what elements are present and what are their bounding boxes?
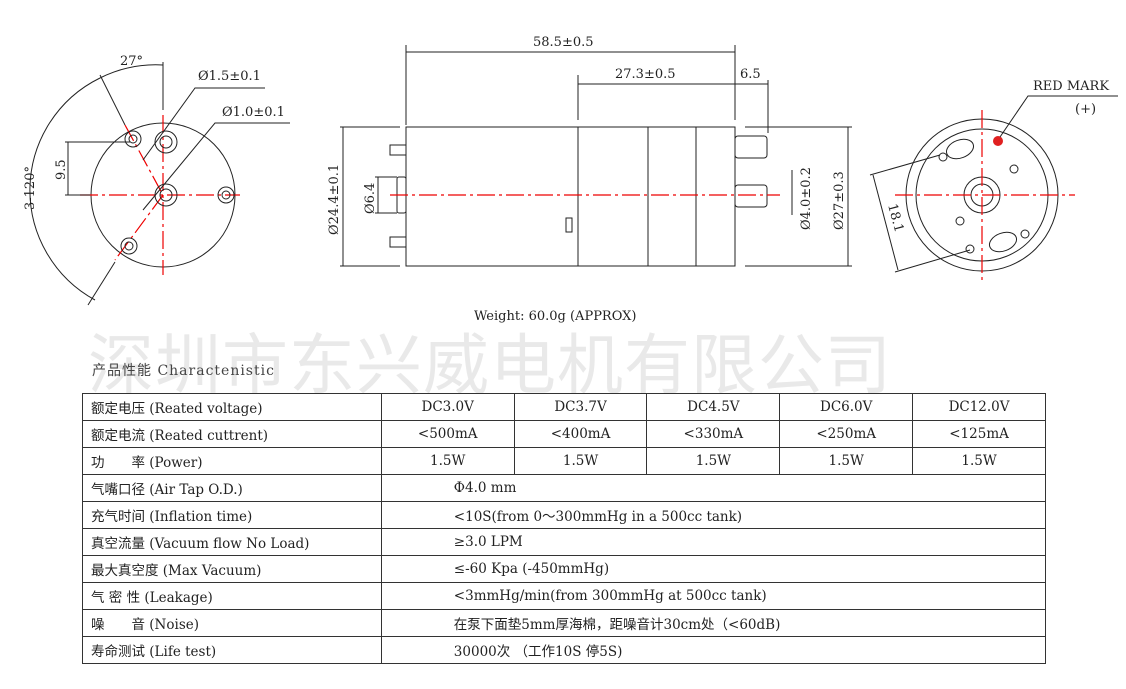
table-row: 额定电流 (Reated cuttrent)<500mA<400mA<330mA… xyxy=(82,420,1046,448)
dim-diameter-4-0: Ø4.0±0.2 xyxy=(799,167,814,230)
row-value: DC3.7V xyxy=(513,393,648,421)
dim-angle-27: 27° xyxy=(120,54,143,69)
row-value: 在泵下面垫5mm厚海棉，距噪音计30cm处（<60dB) xyxy=(380,609,1047,637)
dim-diameter-1-0: Ø1.0±0.1 xyxy=(222,105,285,120)
row-value: ≥3.0 LPM xyxy=(380,528,1047,556)
row-value: 1.5W xyxy=(646,447,781,475)
red-mark-label: RED MARK xyxy=(1033,79,1109,94)
watermark: 深圳市东兴威电机有限公司 xyxy=(88,327,892,404)
table-row: 真空流量 (Vacuum flow No Load)≥3.0 LPM xyxy=(82,528,1047,556)
side-view: 58.5±0.5 27.3±0.5 6.5 Ø24.4±0.1 Ø6.4 Ø4.… xyxy=(327,35,852,267)
dim-9-5: 9.5 xyxy=(54,159,69,180)
dim-diameter-24-4: Ø24.4±0.1 xyxy=(327,164,342,235)
row-value: Ф4.0 mm xyxy=(380,474,1047,502)
row-value: ≤-60 Kpa (-450mmHg) xyxy=(380,555,1047,583)
row-value: DC4.5V xyxy=(646,393,781,421)
dim-diameter-1-5: Ø1.5±0.1 xyxy=(198,69,261,84)
table-row: 充气时间 (Inflation time)<10S(from 0～300mmHg… xyxy=(82,501,1047,529)
row-label: 充气时间 (Inflation time) xyxy=(82,501,382,529)
row-label: 寿命测试 (Life test) xyxy=(82,636,382,664)
screw-hole-icon xyxy=(120,130,235,255)
dim-58-5: 58.5±0.5 xyxy=(533,35,594,50)
dim-angle-3-120: 3-120° xyxy=(23,166,38,210)
row-label: 最大真空度 (Max Vacuum) xyxy=(82,555,382,583)
table-row: 气嘴口径 (Air Tap O.D.)Ф4.0 mm xyxy=(82,474,1047,502)
row-value: 1.5W xyxy=(380,447,515,475)
dim-18-1: 18.1 xyxy=(884,202,906,234)
row-value: <400mA xyxy=(513,420,648,448)
row-value: <10S(from 0～300mmHg in a 500cc tank) xyxy=(380,501,1047,529)
dim-diameter-27: Ø27±0.3 xyxy=(832,171,847,230)
polarity-label: (+) xyxy=(1075,102,1096,117)
row-label: 额定电压 (Reated voltage) xyxy=(82,393,382,421)
row-label: 功 率 (Power) xyxy=(82,447,382,475)
table-row: 气 密 性 (Leakage)<3mmHg/min(from 300mmHg a… xyxy=(82,582,1047,610)
row-value: DC12.0V xyxy=(912,393,1046,421)
red-mark-icon xyxy=(993,136,1003,146)
row-value: DC6.0V xyxy=(779,393,914,421)
left-end-view: 27° Ø1.5±0.1 Ø1.0±0.1 9.5 3-120° xyxy=(23,54,290,306)
row-value: DC3.0V xyxy=(380,393,515,421)
row-label: 气嘴口径 (Air Tap O.D.) xyxy=(82,474,382,502)
dim-6-5: 6.5 xyxy=(740,67,761,82)
characteristic-title: 产品性能 Charactenistic xyxy=(92,363,275,379)
row-value: <125mA xyxy=(912,420,1046,448)
row-value: <250mA xyxy=(779,420,914,448)
weight-label: Weight: 60.0g (APPROX) xyxy=(474,309,637,324)
row-value: <500mA xyxy=(380,420,515,448)
table-row: 寿命测试 (Life test)30000次 （工作10S 停5S) xyxy=(82,636,1047,664)
row-value: 1.5W xyxy=(779,447,914,475)
row-label: 气 密 性 (Leakage) xyxy=(82,582,382,610)
dim-diameter-6-4: Ø6.4 xyxy=(363,183,378,214)
row-label: 噪 音 (Noise) xyxy=(82,609,382,637)
technical-drawing: 27° Ø1.5±0.1 Ø1.0±0.1 9.5 3-120° 58 xyxy=(23,35,1118,306)
row-value: <330mA xyxy=(646,420,781,448)
row-value: 1.5W xyxy=(513,447,648,475)
row-label: 真空流量 (Vacuum flow No Load) xyxy=(82,528,382,556)
row-value: 30000次 （工作10S 停5S) xyxy=(380,636,1047,664)
right-end-view: 18.1 RED MARK (+) xyxy=(869,79,1118,280)
row-value: 1.5W xyxy=(912,447,1046,475)
dim-27-3: 27.3±0.5 xyxy=(615,67,676,82)
row-label: 额定电流 (Reated cuttrent) xyxy=(82,420,382,448)
table-row: 最大真空度 (Max Vacuum)≤-60 Kpa (-450mmHg) xyxy=(82,555,1047,583)
table-row: 噪 音 (Noise)在泵下面垫5mm厚海棉，距噪音计30cm处（<60dB) xyxy=(82,609,1047,637)
row-value: <3mmHg/min(from 300mmHg at 500cc tank) xyxy=(380,582,1047,610)
